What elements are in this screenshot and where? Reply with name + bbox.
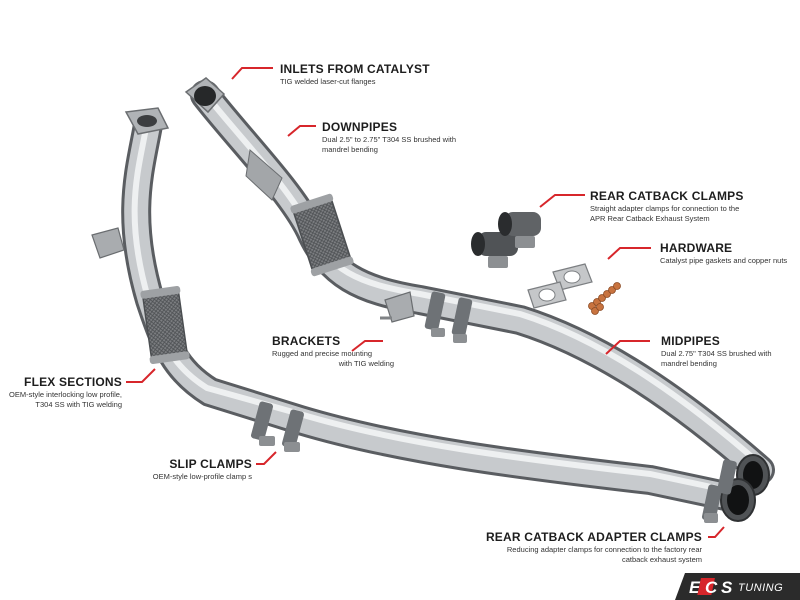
callout-rear-catback-adapter-clamps: REAR CATBACK ADAPTER CLAMPS Reducing ada…	[470, 530, 702, 564]
callout-slip-clamps: SLIP CLAMPS OEM-style low-profile clamp …	[120, 457, 252, 482]
right-inlet-flange	[184, 77, 226, 114]
leader-hardware	[607, 247, 651, 260]
callout-midpipes: MIDPIPES Dual 2.75" T304 SS brushed with…	[661, 334, 772, 368]
callout-downpipes-desc-line-1: Dual 2.5" to 2.75" T304 SS brushed with	[322, 135, 457, 144]
callout-flex-sections-desc-line-1: OEM-style interlocking low profile,	[9, 390, 122, 399]
callout-brackets-desc-line-1: Rugged and precise mounting	[272, 349, 373, 358]
callout-brackets-desc-line-2: with TIG welding	[338, 358, 394, 368]
gaskets	[527, 263, 593, 309]
callout-flex-sections: FLEX SECTIONS OEM-style interlocking low…	[8, 375, 122, 409]
left-slip-clamp	[250, 401, 305, 452]
callout-rear-catback-clamps-desc-line-1: Straight adapter clamps for connection t…	[590, 204, 740, 213]
right-pipe-assembly	[184, 77, 775, 485]
ecs-tuning-logo: E C S TUNING	[675, 573, 800, 600]
loose-catback-clamps	[471, 212, 541, 268]
callout-brackets: BRACKETS Rugged and precise mounting wit…	[272, 334, 394, 368]
callout-rear-catback-adapter-clamps-desc-line-2: catback exhaust system	[621, 554, 702, 564]
callout-midpipes-title: MIDPIPES	[661, 334, 720, 348]
callout-flex-sections-desc-line-2: T304 SS with TIG welding	[35, 399, 122, 409]
rear-adapter-clamps	[701, 454, 770, 523]
callout-slip-clamps-title: SLIP CLAMPS	[169, 457, 252, 471]
callout-hardware-title: HARDWARE	[660, 241, 733, 255]
leader-rear-catback-clamps	[539, 194, 585, 208]
callout-flex-sections-title: FLEX SECTIONS	[24, 375, 122, 389]
logo-letter-s: S	[721, 578, 733, 597]
right-slip-clamp	[424, 291, 473, 343]
left-pipe-assembly	[91, 107, 750, 513]
leader-downpipes	[287, 125, 316, 137]
callout-downpipes: DOWNPIPES Dual 2.5" to 2.75" T304 SS bru…	[322, 120, 456, 154]
right-bracket	[384, 291, 415, 323]
callout-inlets-desc: TIG welded laser-cut flanges	[280, 77, 376, 86]
callout-inlets-title: INLETS FROM CATALYST	[280, 62, 430, 76]
leader-flex-sections	[126, 368, 156, 383]
leader-rear-catback-adapter	[708, 526, 725, 538]
logo-letter-c: C	[705, 578, 718, 597]
callout-rear-catback-adapter-clamps-title: REAR CATBACK ADAPTER CLAMPS	[485, 530, 702, 544]
right-flex-section	[290, 193, 354, 277]
callout-downpipes-title: DOWNPIPES	[322, 120, 398, 134]
callout-downpipes-desc-line-2: mandrel bending	[322, 144, 378, 154]
callout-midpipes-desc-line-1: Dual 2.75" T304 SS brushed with	[661, 349, 772, 358]
callout-brackets-title: BRACKETS	[272, 334, 341, 348]
leader-brackets	[351, 340, 383, 352]
callout-rear-catback-clamps: REAR CATBACK CLAMPS Straight adapter cla…	[590, 189, 744, 223]
callout-hardware: HARDWARE Catalyst pipe gaskets and coppe…	[660, 241, 787, 266]
callout-rear-catback-adapter-clamps-desc-line-1: Reducing adapter clamps for connection t…	[506, 545, 702, 554]
callout-rear-catback-clamps-title: REAR CATBACK CLAMPS	[590, 189, 744, 203]
copper-nuts	[588, 282, 621, 315]
left-flex-section	[140, 285, 190, 365]
callout-midpipes-desc-line-2: mandrel bending	[661, 358, 717, 368]
leader-lines	[126, 67, 725, 538]
logo-suffix: TUNING	[738, 582, 783, 594]
leader-inlets	[231, 67, 273, 80]
callout-rear-catback-clamps-desc-line-2: APR Rear Catback Exhaust System	[590, 213, 710, 223]
leader-slip-clamps	[256, 451, 277, 465]
callout-hardware-desc: Catalyst pipe gaskets and copper nuts	[660, 256, 788, 265]
callout-slip-clamps-desc: OEM-style low-profile clamp s	[152, 472, 252, 481]
left-bracket	[91, 227, 125, 259]
leader-midpipes	[605, 340, 650, 355]
callout-inlets: INLETS FROM CATALYST TIG welded laser-cu…	[280, 62, 430, 87]
